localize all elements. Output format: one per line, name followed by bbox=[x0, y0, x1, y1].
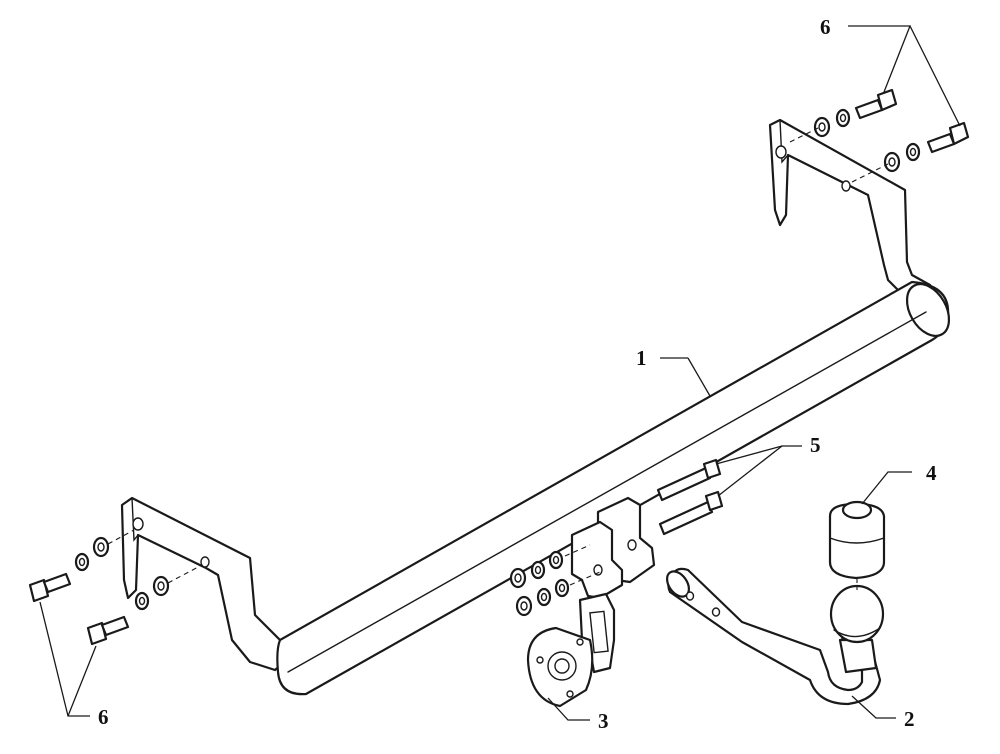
long-bolts bbox=[656, 458, 724, 536]
label-part-6-bottom: 6 bbox=[98, 705, 109, 729]
label-part-4: 4 bbox=[926, 461, 937, 485]
bolt-set-bottom bbox=[28, 529, 201, 646]
socket-plate bbox=[526, 592, 616, 708]
cross-beam-assembly bbox=[120, 118, 951, 696]
tow-ball-arm bbox=[665, 567, 885, 706]
label-part-3: 3 bbox=[598, 709, 609, 733]
label-part-1: 1 bbox=[636, 346, 647, 370]
bolt-set-top bbox=[789, 88, 970, 183]
label-part-5: 5 bbox=[810, 433, 821, 457]
label-part-6-top: 6 bbox=[820, 15, 831, 39]
part-labels: 1 2 3 4 5 6 6 bbox=[98, 15, 937, 733]
label-part-2: 2 bbox=[904, 707, 915, 731]
left-mounting-bracket bbox=[120, 496, 300, 672]
leader-lines bbox=[39, 25, 961, 721]
center-nuts-washers bbox=[509, 544, 601, 617]
right-mounting-bracket bbox=[768, 118, 932, 302]
ball-cap bbox=[828, 500, 886, 590]
